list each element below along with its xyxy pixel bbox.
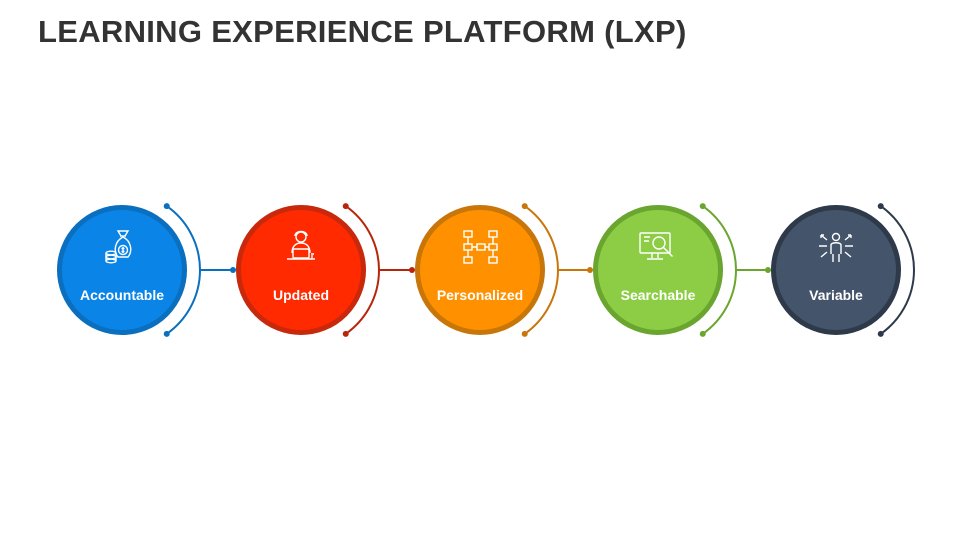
connector-dot — [521, 203, 528, 210]
step-circle — [236, 205, 366, 335]
connector-arc — [345, 205, 380, 335]
connector-dot — [163, 330, 170, 337]
step-variable: Variable — [771, 205, 901, 335]
connector-arc — [702, 205, 737, 335]
connector-dot — [765, 267, 771, 273]
monitor-search-icon — [639, 232, 673, 260]
connector-dot — [342, 330, 349, 337]
step-circle — [415, 205, 545, 335]
page-title: LEARNING EXPERIENCE PLATFORM (LXP) — [38, 14, 687, 49]
person-laptop-icon — [287, 230, 315, 260]
connector-dot — [699, 203, 706, 210]
connector-dot — [163, 203, 170, 210]
step-updated: Updated — [236, 205, 366, 335]
connector-dot — [230, 267, 236, 273]
connector-dot — [521, 330, 528, 337]
connector-arc — [880, 205, 915, 335]
step-circle — [57, 205, 187, 335]
step-label: Updated — [273, 287, 329, 303]
connector-arc — [166, 205, 201, 335]
step-label: Searchable — [620, 287, 696, 303]
connector-dot — [877, 330, 884, 337]
connector-arc — [524, 205, 559, 335]
money-bag-icon — [105, 230, 132, 264]
connector-dot — [587, 267, 593, 273]
step-searchable: Searchable — [593, 205, 723, 335]
step-label: Accountable — [79, 287, 164, 303]
step-circle — [771, 205, 901, 335]
step-personalized: Personalized — [415, 205, 545, 335]
flowchart-icon — [463, 230, 498, 264]
connector-dot — [342, 203, 349, 210]
step-circle — [593, 205, 723, 335]
connector-dot — [699, 330, 706, 337]
person-arrows-icon — [819, 232, 853, 262]
connector-dot — [409, 267, 415, 273]
connector-dot — [877, 203, 884, 210]
step-label: Personalized — [436, 287, 524, 303]
step-label: Variable — [809, 287, 863, 303]
step-accountable: Accountable — [57, 205, 187, 335]
